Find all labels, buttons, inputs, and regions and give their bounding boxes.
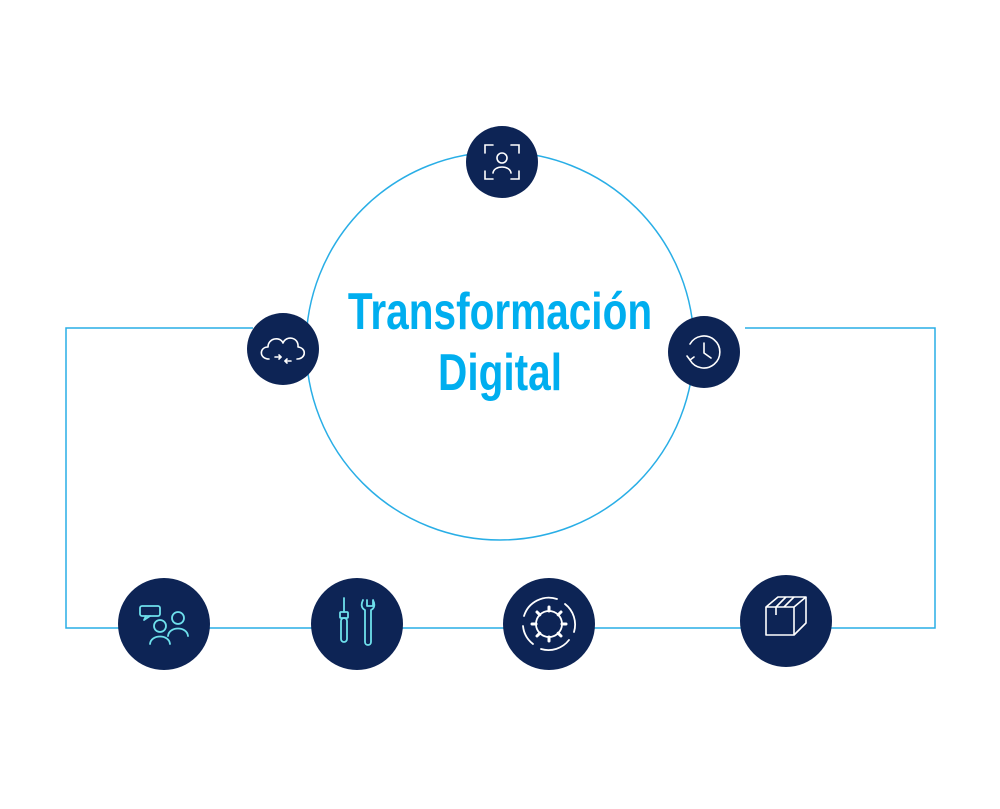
chat-people-icon (118, 578, 210, 670)
gear-ring-icon (503, 578, 595, 670)
tools-icon (311, 578, 403, 670)
box-icon (740, 575, 832, 667)
cloud-sync-icon (247, 313, 319, 385)
face-scan-icon (466, 126, 538, 198)
title-line-1: Transformación (347, 283, 653, 341)
clock-history-icon (668, 316, 740, 388)
connector-line (65, 327, 936, 629)
title-line-2: Digital (438, 344, 562, 402)
